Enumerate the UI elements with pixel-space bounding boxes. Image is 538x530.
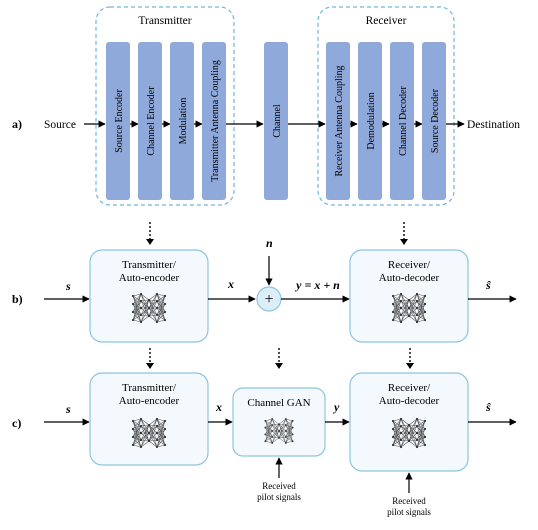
- row-b-decoder-label-1: Receiver/: [388, 259, 431, 271]
- block-source-decoder-label: Source Decoder: [430, 88, 441, 153]
- block-source-encoder: [106, 42, 130, 200]
- channel-gan-label: Channel GAN: [247, 397, 310, 409]
- block-tx-antenna-coupling-label: Transmitter Antenna Coupling: [210, 60, 221, 182]
- dotted-connector-tx-b-c-head: [146, 363, 154, 369]
- receiver-blocks: Receiver Antenna Coupling Demodulation C…: [326, 42, 446, 200]
- row-b-encoder-box: [89, 249, 209, 343]
- dotted-connector-tx-a-b-head: [146, 239, 154, 245]
- row-c-encoder-label-1: Transmitter/: [122, 382, 177, 394]
- block-source-decoder: [422, 42, 446, 200]
- row-b-output-s-hat: ŝ: [485, 278, 491, 292]
- row-b-x: x: [227, 277, 234, 291]
- row-c-decoder-label-2: Auto-decoder: [379, 395, 440, 407]
- block-modulation: [170, 42, 194, 200]
- receiver-title: Receiver: [366, 15, 407, 27]
- row-label-b: b): [12, 292, 23, 306]
- destination-label: Destination: [467, 119, 520, 131]
- block-channel-encoder: [138, 42, 162, 200]
- gan-pilot-label-2: pilot signals: [257, 492, 301, 502]
- block-channel: [264, 42, 288, 200]
- gan-pilot-label-1: Received: [262, 481, 296, 491]
- row-c-input-s: s: [65, 402, 71, 416]
- row-b-decoder-box: [349, 249, 469, 343]
- row-c-encoder-box: [89, 372, 209, 466]
- block-channel-encoder-label: Channel Encoder: [146, 86, 157, 156]
- block-demodulation: [358, 42, 382, 200]
- source-label: Source: [44, 119, 76, 131]
- decoder-pilot-label-2: pilot signals: [387, 507, 431, 517]
- transmitter-blocks: Source Encoder Channel Encoder Modulatio…: [106, 42, 226, 200]
- row-b-decoder-label-2: Auto-decoder: [379, 272, 440, 284]
- row-label-c: c): [12, 416, 21, 430]
- row-b-noise-n: n: [266, 236, 273, 250]
- block-rx-antenna-coupling: [326, 42, 350, 200]
- row-b-encoder-label-2: Auto-encoder: [119, 272, 180, 284]
- transmitter-title: Transmitter: [138, 15, 191, 27]
- transmitter-container: [95, 6, 235, 206]
- dotted-connector-rx-a-b-head: [400, 239, 408, 245]
- row-b-plus: +: [264, 291, 273, 308]
- row-c-y: y: [332, 400, 340, 414]
- block-channel-decoder: [390, 42, 414, 200]
- row-b-encoder-label-1: Transmitter/: [122, 259, 177, 271]
- block-channel-decoder-label: Channel Decoder: [398, 85, 409, 155]
- decoder-pilot-label-1: Received: [392, 496, 426, 506]
- row-label-a: a): [12, 117, 22, 131]
- dotted-connector-rx-b-c-head: [406, 363, 414, 369]
- row-b-input-s: s: [65, 279, 71, 293]
- block-tx-antenna-coupling: [202, 42, 226, 200]
- dotted-connector-ch-b-c-head: [275, 363, 283, 369]
- block-modulation-label: Modulation: [178, 98, 189, 145]
- row-c-output-s-hat: ŝ: [485, 400, 491, 414]
- block-demodulation-label: Demodulation: [366, 92, 377, 149]
- row-b-equation: y = x + n: [294, 278, 340, 292]
- row-c-encoder-label-2: Auto-encoder: [119, 395, 180, 407]
- row-c-decoder-label-1: Receiver/: [388, 382, 431, 394]
- row-c-x: x: [215, 400, 222, 414]
- block-source-encoder-label: Source Encoder: [114, 89, 125, 153]
- block-rx-antenna-coupling-label: Receiver Antenna Coupling: [334, 65, 345, 176]
- block-channel-label: Channel: [272, 104, 283, 138]
